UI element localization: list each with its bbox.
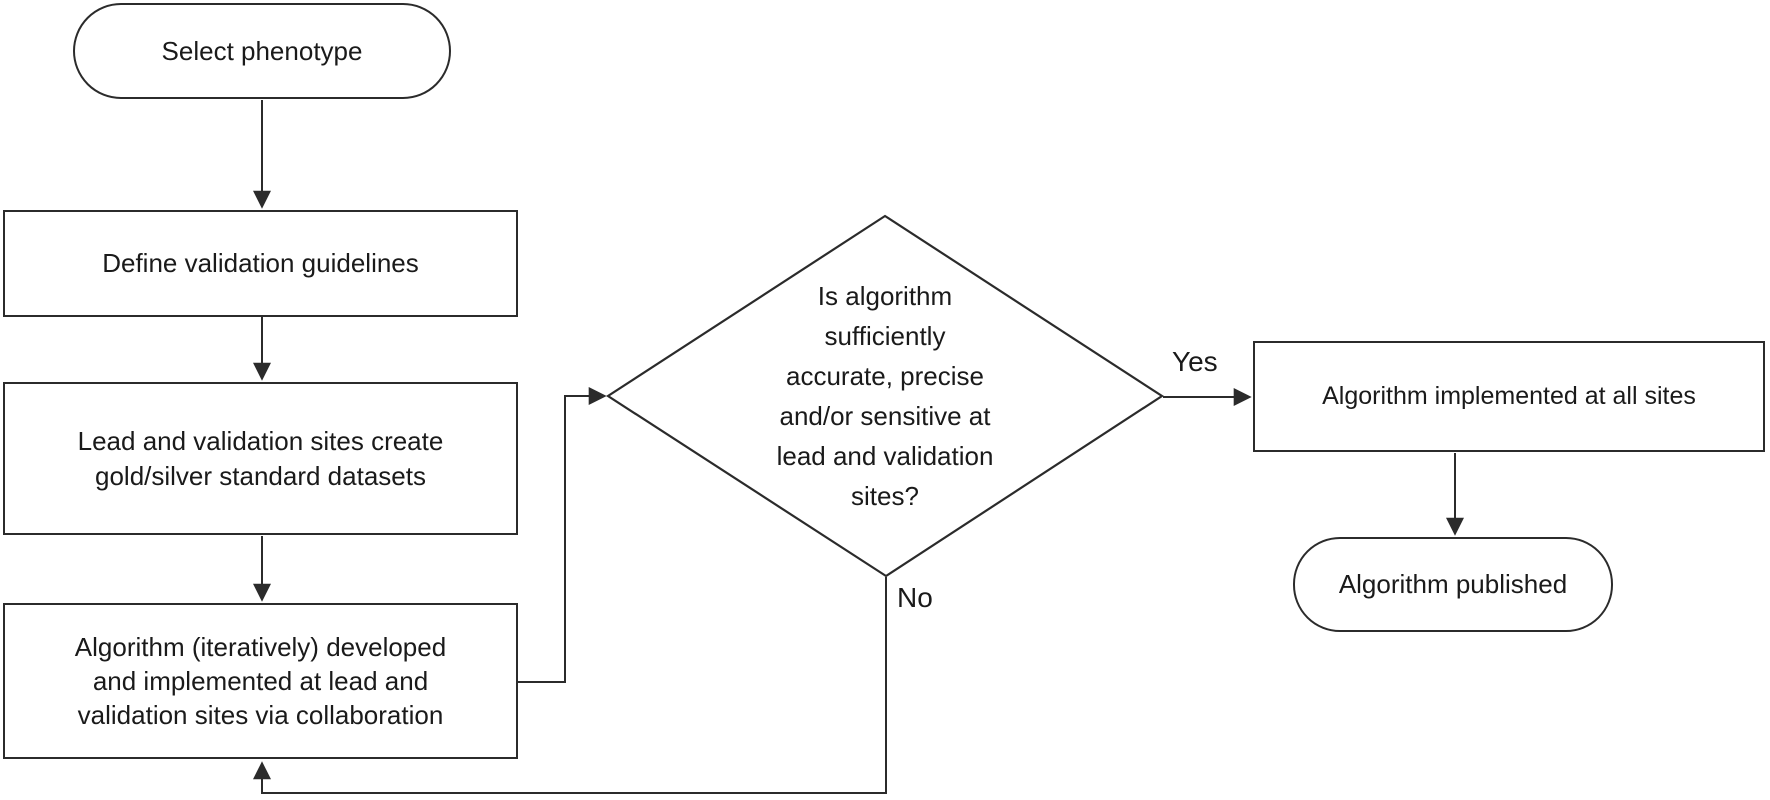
node-select-phenotype: Select phenotype [73,3,451,99]
node-implement-all-sites: Algorithm implemented at all sites [1253,341,1765,452]
node-define-validation-guidelines-label: Define validation guidelines [102,248,419,279]
edge-label-no: No [897,582,933,613]
node-algorithm-published: Algorithm published [1293,537,1613,632]
edge-decision-no-loop-to-develop [253,577,887,794]
node-select-phenotype-label: Select phenotype [161,35,363,66]
edge-label-yes: Yes [1172,346,1218,377]
node-implement-all-sites-label: Algorithm implemented at all sites [1322,382,1696,410]
decision-diamond-shape [605,214,1165,578]
edge-develop-to-decision [518,387,607,683]
node-algorithm-published-label: Algorithm published [1338,569,1568,600]
node-define-validation-guidelines: Define validation guidelines [3,210,518,317]
